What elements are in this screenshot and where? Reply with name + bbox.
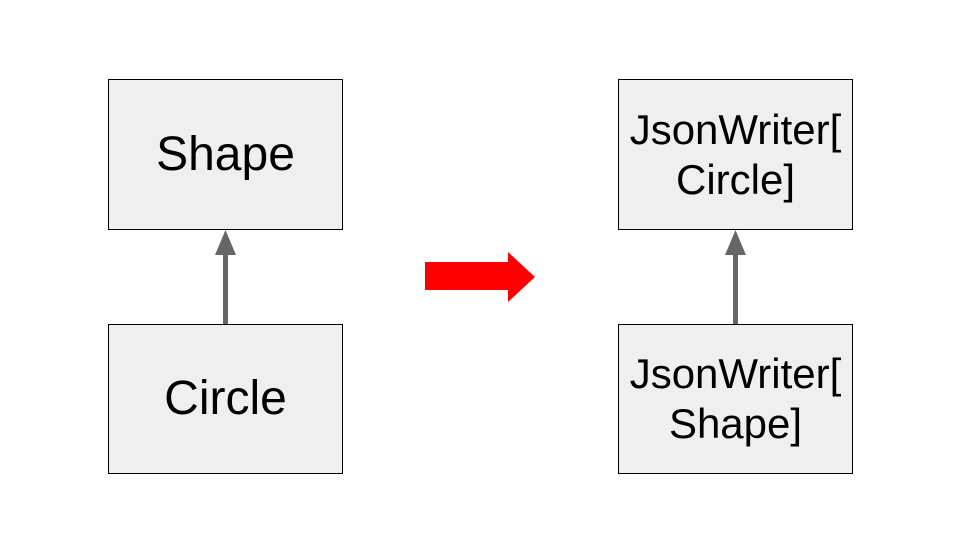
circle-class-box: Circle: [108, 324, 343, 474]
red-transform-arrow-icon: [425, 252, 535, 302]
jsonwriter-shape-box: JsonWriter[ Shape]: [618, 324, 853, 474]
jsonwriter-circle-label-line1: JsonWriter[: [629, 105, 842, 153]
right-inheritance-arrow-icon: [725, 230, 746, 324]
left-inheritance-arrow-icon: [215, 230, 236, 324]
jsonwriter-circle-label-line2: Circle]: [675, 155, 795, 203]
jsonwriter-shape-label-line2: Shape]: [668, 400, 803, 447]
right-arrow-shape: [425, 252, 535, 302]
up-arrow-shape: [215, 230, 236, 324]
circle-class-label: Circle: [164, 372, 287, 425]
shape-class-label: Shape: [156, 127, 295, 181]
jsonwriter-circle-box: JsonWriter[ Circle]: [618, 79, 853, 230]
jsonwriter-shape-label-line1: JsonWriter[: [629, 350, 842, 397]
up-arrow-shape: [725, 230, 746, 324]
shape-class-box: Shape: [108, 79, 343, 230]
